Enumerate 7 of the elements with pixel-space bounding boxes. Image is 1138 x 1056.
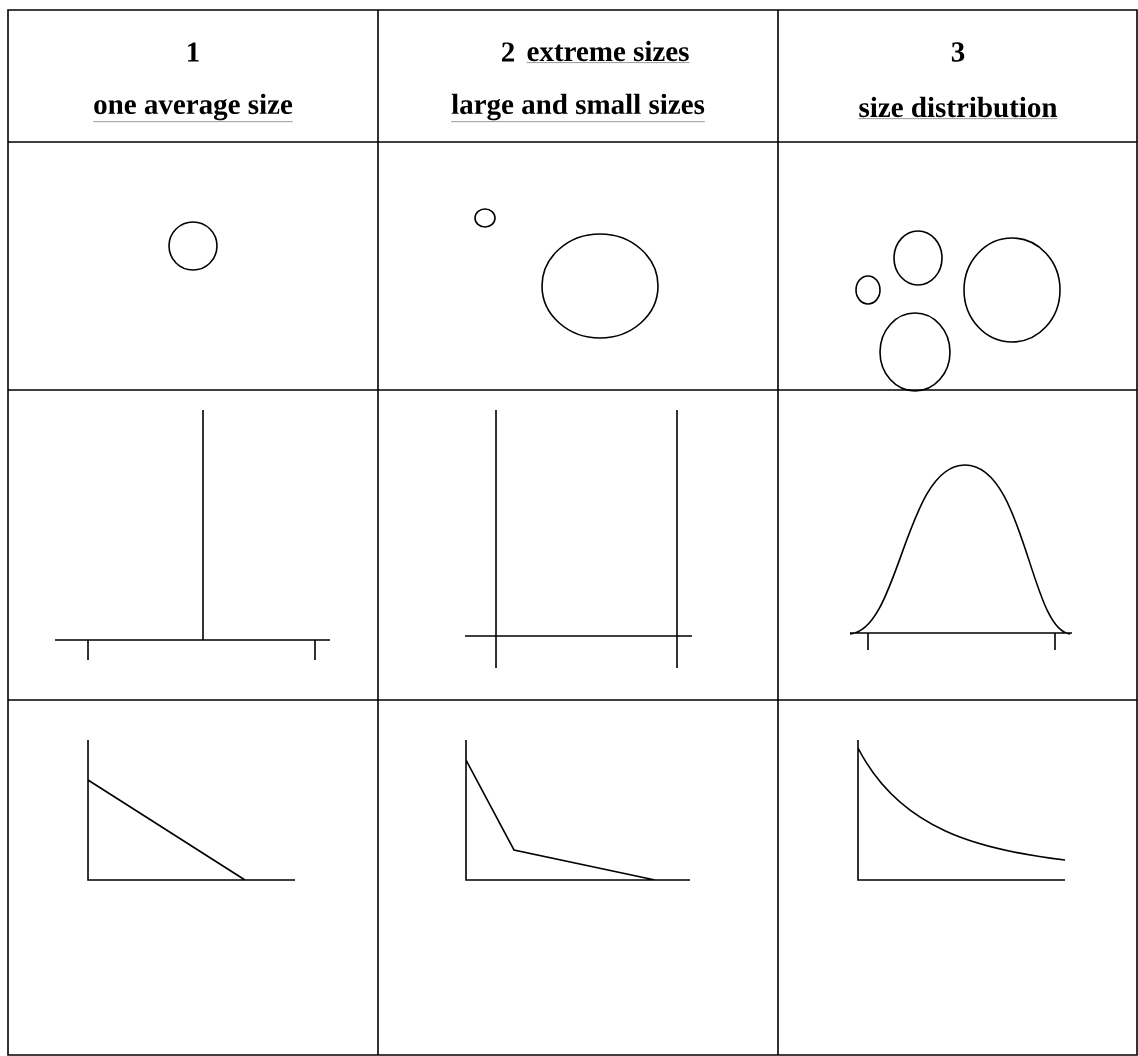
header-text: 3 (951, 42, 965, 62)
header-text: 1 (188, 42, 199, 62)
header-text: large and small sizes (450, 93, 706, 122)
header-text: one average size (92, 93, 294, 122)
header-text: 2 (502, 42, 514, 62)
header-text: size distribution (858, 96, 1058, 119)
header-text: extreme sizes (526, 40, 690, 63)
